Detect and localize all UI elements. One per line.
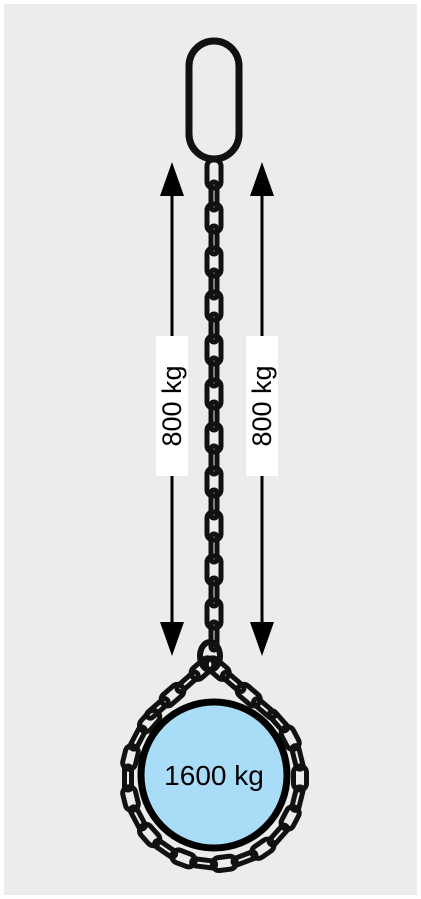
chain-link-icon xyxy=(122,763,134,793)
chain-link-icon xyxy=(209,853,239,874)
load-label: 1600 kg xyxy=(164,760,264,791)
chain-link-icon xyxy=(289,743,306,772)
chain-link-icon xyxy=(208,179,220,213)
chain-link-icon xyxy=(251,696,278,721)
chain-link-icon xyxy=(208,575,220,609)
chain-link-icon xyxy=(136,821,163,849)
chain-link-icon xyxy=(204,465,224,499)
chain-link-icon xyxy=(208,399,220,433)
chain-link-icon xyxy=(158,681,187,709)
right-force-label: 800 kg xyxy=(247,365,277,446)
load-circle xyxy=(137,698,291,852)
chain-link-icon xyxy=(136,707,163,735)
chain-link-icon xyxy=(204,597,224,631)
chain-link-icon xyxy=(230,849,259,868)
chain-link-icon xyxy=(174,669,201,695)
chain-link-icon xyxy=(127,804,148,832)
chain-link-icon xyxy=(208,443,220,477)
chain-link-icon xyxy=(278,724,302,752)
chain-link-icon xyxy=(208,355,220,389)
chain-link-icon xyxy=(204,553,224,587)
chain-link-icon xyxy=(249,836,277,861)
chain-link-icon xyxy=(204,289,224,323)
chain-link-icon xyxy=(208,531,220,565)
chain-link-icon xyxy=(208,619,220,653)
chain-link-icon xyxy=(266,708,291,734)
chain-link-icon xyxy=(204,245,224,279)
chain-link-icon xyxy=(204,509,224,543)
chain-link-icon xyxy=(204,421,224,455)
chain-link-icon xyxy=(189,856,219,871)
chain-link-icon xyxy=(234,681,263,709)
chain-link-icon xyxy=(152,837,179,860)
chain-link-icon xyxy=(120,784,141,813)
left-force-label: 800 kg xyxy=(157,365,187,446)
left-force-arrow: 800 kg xyxy=(156,162,188,656)
chain-link-icon xyxy=(208,223,220,257)
chain-link-icon xyxy=(208,311,220,345)
chain-link-icon xyxy=(204,333,224,367)
chain-link-icon xyxy=(204,201,224,235)
chain-link-icon xyxy=(291,763,309,793)
chain-loop-around-load xyxy=(120,655,309,874)
chain-link-icon xyxy=(266,822,291,848)
chain-link-icon xyxy=(127,724,148,752)
chain-link-icon xyxy=(204,157,224,191)
chain-link-icon xyxy=(220,669,247,695)
chain-link-icon xyxy=(120,743,141,772)
chain-link-icon xyxy=(203,655,232,682)
right-force-arrow: 800 kg xyxy=(246,162,278,656)
chain-link-icon xyxy=(278,804,302,832)
chain-link-icon xyxy=(289,784,306,813)
chain-link-icon xyxy=(208,487,220,521)
chain-link-icon xyxy=(204,377,224,411)
chain-link-icon xyxy=(169,847,198,870)
chain-link-icon xyxy=(208,267,220,301)
vertical-chain xyxy=(197,157,224,673)
